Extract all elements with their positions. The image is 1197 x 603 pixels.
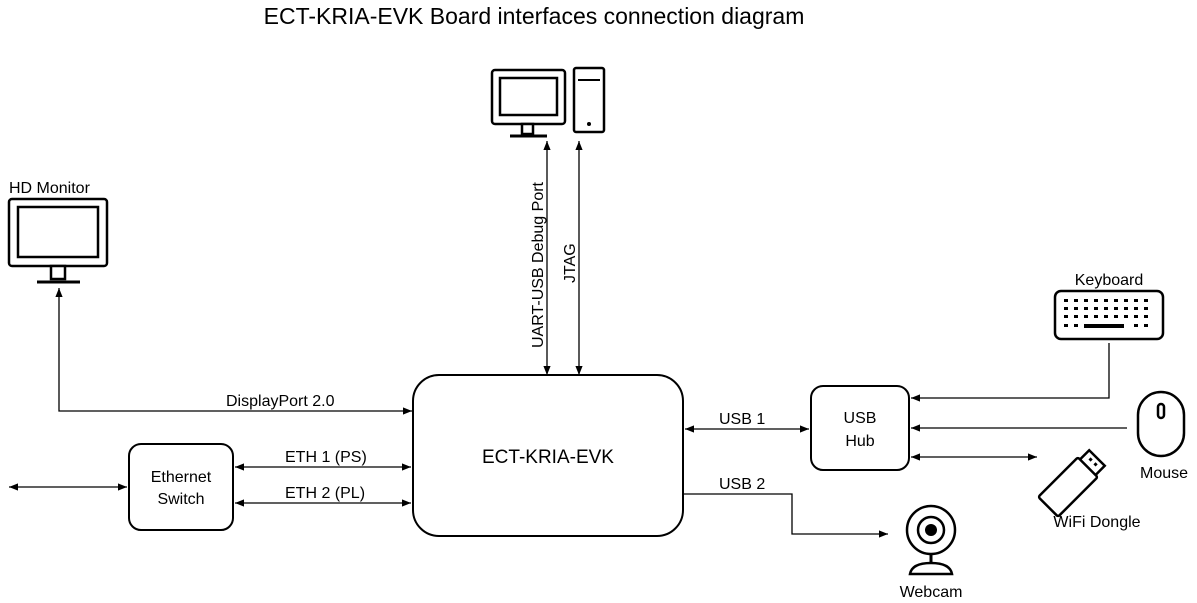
keyboard-line bbox=[911, 343, 1110, 402]
eth2-label: ETH 2 (PL) bbox=[285, 485, 365, 502]
eth1-label: ETH 1 (PS) bbox=[285, 449, 367, 466]
usb-hub-label-1: USB bbox=[844, 410, 877, 427]
ethernet-switch-label-1: Ethernet bbox=[151, 469, 212, 486]
diagram-title: ECT-KRIA-EVK Board interfaces connection… bbox=[264, 3, 805, 29]
usb2-line bbox=[683, 493, 888, 538]
pc-tower-icon bbox=[572, 66, 606, 134]
usb-hub-label-2: Hub bbox=[845, 433, 874, 450]
ethernet-switch-label-2: Switch bbox=[157, 491, 204, 508]
pc-monitor-icon bbox=[490, 68, 567, 138]
hd-monitor-label: HD Monitor bbox=[9, 180, 91, 197]
board-label: ECT-KRIA-EVK bbox=[482, 447, 614, 468]
hd-monitor-icon bbox=[7, 197, 109, 284]
wifi-dongle-label: WiFi Dongle bbox=[1053, 514, 1140, 531]
keyboard-label: Keyboard bbox=[1075, 272, 1144, 289]
jtag-label: JTAG bbox=[562, 243, 579, 283]
mouse-icon bbox=[1136, 390, 1186, 458]
displayport-line bbox=[55, 288, 412, 415]
mouse-label: Mouse bbox=[1140, 465, 1188, 482]
usb1-label: USB 1 bbox=[719, 411, 765, 428]
usb-hub-box bbox=[810, 385, 910, 471]
keyboard-icon bbox=[1053, 289, 1165, 341]
usb-dongle-icon bbox=[1037, 448, 1107, 518]
board-box bbox=[412, 374, 684, 537]
usb2-label: USB 2 bbox=[719, 476, 765, 493]
ethernet-switch-box bbox=[128, 443, 234, 531]
uart-label: UART-USB Debug Port bbox=[530, 181, 547, 348]
webcam-label: Webcam bbox=[900, 584, 963, 601]
displayport-label: DisplayPort 2.0 bbox=[226, 393, 335, 410]
webcam-icon bbox=[905, 504, 957, 576]
